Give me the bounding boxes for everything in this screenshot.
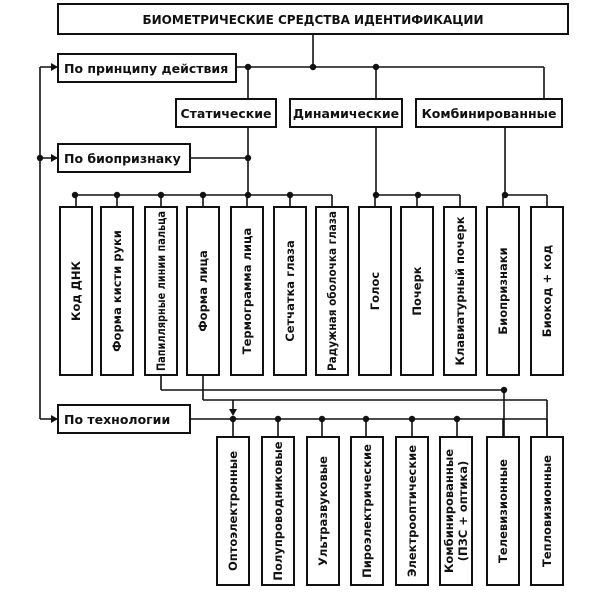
junction-dot <box>157 191 165 199</box>
feature-label: Биокод + код <box>540 245 554 337</box>
junction-dot <box>244 154 252 162</box>
feature-box-item <box>486 206 520 376</box>
feature-label: Сетчатка глаза <box>283 240 297 341</box>
junction-dot <box>113 191 121 199</box>
feature-label: Форма кисти руки <box>110 230 124 352</box>
junction-dot <box>71 191 79 199</box>
junction-dot <box>318 415 326 423</box>
feature-box-item <box>186 206 220 376</box>
junction-dot <box>372 63 380 71</box>
technology-label: Тепловизионные <box>540 455 554 567</box>
junction-dot <box>500 386 508 394</box>
principle-box <box>57 53 237 83</box>
feature-boxes: Код ДНК Форма кисти руки Папиллярные линии… <box>59 206 564 376</box>
feature-box-item <box>358 206 392 376</box>
principle-label: По принципу действия <box>64 61 228 76</box>
feature-box-item <box>230 206 264 376</box>
feature-label: Клавиатурный почерк <box>453 216 467 365</box>
junction-dot <box>244 63 252 71</box>
arrow-head <box>51 63 58 71</box>
static-label: Статические <box>180 106 271 121</box>
combined-box <box>415 98 563 128</box>
feature-label: Биопризнаки <box>496 247 510 334</box>
dynamic-box <box>289 98 403 128</box>
technology-box-item <box>439 436 473 586</box>
junction-dot <box>309 63 317 71</box>
junction-dot <box>274 415 282 423</box>
technology-label-extra: (ПЗС + оптика) <box>456 461 470 562</box>
technology-label: Электрооптические <box>405 445 419 577</box>
diagram-boxes: БИОМЕТРИЧЕСКИЕ СРЕДСТВА ИДЕНТИФИКАЦИИ По… <box>57 3 569 434</box>
technology-boxes: Оптоэлектронные Полупроводниковые Ультразв… <box>216 436 564 586</box>
feature-label: Голос <box>368 272 382 311</box>
arrow-head <box>51 154 58 162</box>
feature-box-item <box>315 206 349 376</box>
arrow-head <box>229 409 237 416</box>
dynamic-label: Динамические <box>293 106 399 121</box>
junction-dot <box>286 191 294 199</box>
junction-dot <box>408 415 416 423</box>
technology-label: Ультразвуковые <box>316 456 330 566</box>
title-box <box>57 3 569 35</box>
technology-label: Пироэлектрические <box>360 444 374 578</box>
technology-box-item <box>350 436 384 586</box>
technology-box-item <box>395 436 429 586</box>
junction-dots <box>36 63 509 423</box>
title-text: БИОМЕТРИЧЕСКИЕ СРЕДСТВА ИДЕНТИФИКАЦИИ <box>142 13 483 27</box>
technology-box-item <box>216 436 250 586</box>
technology-box-item <box>261 436 295 586</box>
technology-label: Полупроводниковые <box>271 441 285 580</box>
technology-box-item <box>306 436 340 586</box>
static-box <box>175 98 277 128</box>
feature-label: Папиллярные линии пальца <box>154 211 168 371</box>
feature-box-item <box>144 206 178 376</box>
feature-box-item <box>273 206 307 376</box>
junction-dot <box>362 415 370 423</box>
technology-box-item <box>486 436 520 586</box>
feature-box-item <box>400 206 434 376</box>
junction-dot <box>372 191 380 199</box>
feature-box-item <box>100 206 134 376</box>
junction-dot <box>453 415 461 423</box>
feature-label: Термограмма лица <box>240 228 254 355</box>
junction-dot <box>36 154 44 162</box>
junction-dot <box>199 191 207 199</box>
arrow-head <box>51 415 58 423</box>
junction-dot <box>501 191 509 199</box>
junction-dot <box>414 191 422 199</box>
feature-label: Форма лица <box>196 250 210 331</box>
feature-label: По биопризнаку <box>64 151 181 166</box>
junction-dot <box>244 191 252 199</box>
technology-label: Телевизионные <box>496 459 510 563</box>
combined-label: Комбинированные <box>422 106 557 121</box>
feature-box-item <box>59 206 93 376</box>
feature-box-item <box>443 206 477 376</box>
technology-box-item <box>530 436 564 586</box>
technology-label: Комбинированные <box>442 449 456 573</box>
technology-label: По технологии <box>64 412 170 427</box>
technology-label: Оптоэлектронные <box>226 451 240 571</box>
feature-label: Почерк <box>410 266 424 315</box>
feature-label: Код ДНК <box>69 260 83 320</box>
feature-label: Радужная оболочка глаза <box>325 211 339 371</box>
junction-dot <box>229 415 237 423</box>
feature-box-item <box>530 206 564 376</box>
